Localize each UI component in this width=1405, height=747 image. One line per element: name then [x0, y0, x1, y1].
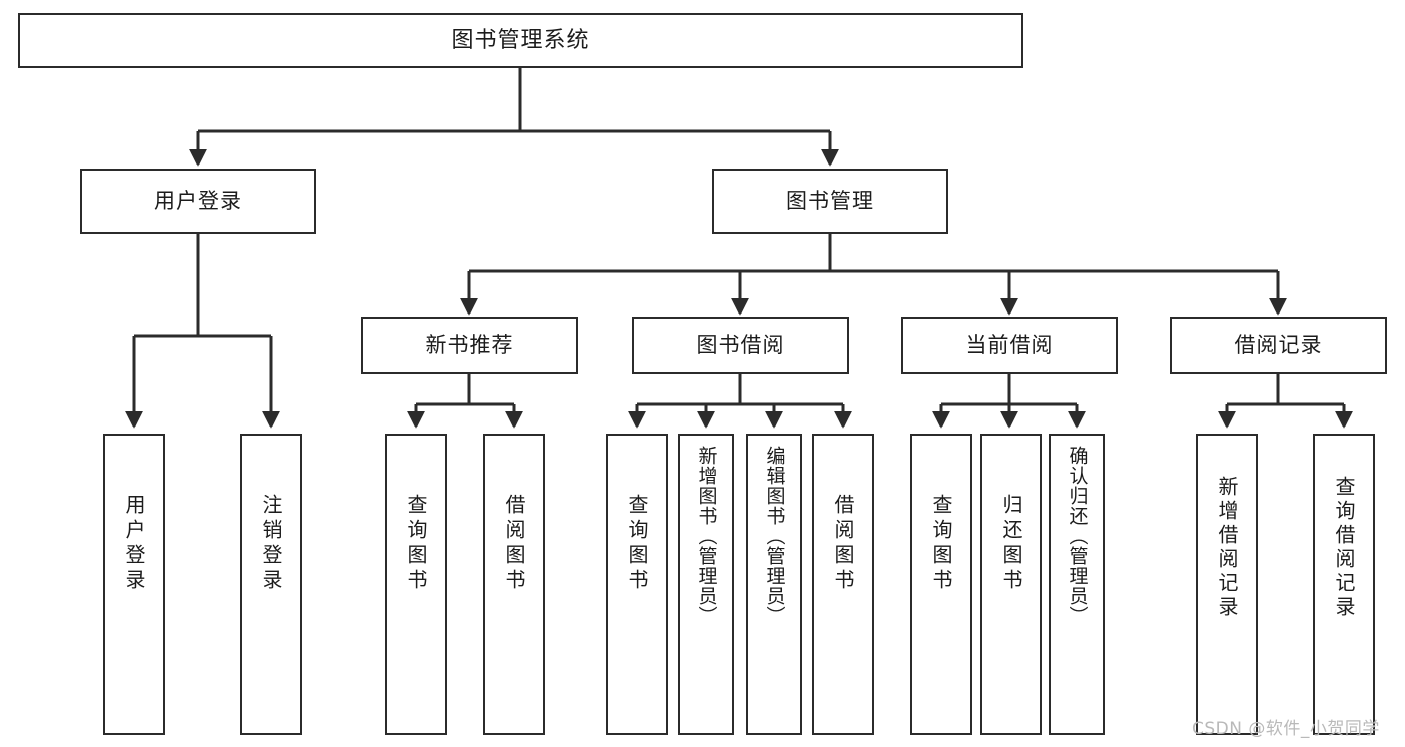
node-book-manage-label: 图书管理: [786, 189, 874, 214]
node-leaf-query-book-2-label: 查询图书: [625, 494, 649, 594]
node-new-book-recommend-label: 新书推荐: [425, 333, 514, 358]
node-leaf-add-book[interactable]: 新增图书（管理员）: [678, 434, 734, 735]
node-book-borrow-label: 图书借阅: [696, 333, 785, 358]
node-user-login-label: 用户登录: [154, 189, 242, 214]
node-leaf-edit-book-label: 编辑图书（管理员）: [763, 446, 786, 626]
node-book-borrow[interactable]: 图书借阅: [632, 317, 849, 374]
node-leaf-borrow-book-1[interactable]: 借阅图书: [483, 434, 545, 735]
node-leaf-borrow-book-1-label: 借阅图书: [502, 494, 526, 594]
node-leaf-query-record-label: 查询借阅记录: [1332, 476, 1356, 620]
node-leaf-logout-login[interactable]: 注销登录: [240, 434, 302, 735]
node-leaf-borrow-book-2-label: 借阅图书: [831, 494, 855, 594]
node-leaf-add-record[interactable]: 新增借阅记录: [1196, 434, 1258, 735]
node-leaf-user-login-label: 用户登录: [122, 494, 146, 594]
node-current-borrow[interactable]: 当前借阅: [901, 317, 1118, 374]
node-book-manage[interactable]: 图书管理: [712, 169, 948, 234]
node-leaf-query-book-1-label: 查询图书: [404, 494, 428, 594]
node-leaf-borrow-book-2[interactable]: 借阅图书: [812, 434, 874, 735]
node-user-login[interactable]: 用户登录: [80, 169, 316, 234]
node-root-label: 图书管理系统: [451, 27, 590, 53]
node-leaf-return-book[interactable]: 归还图书: [980, 434, 1042, 735]
node-leaf-add-book-label: 新增图书（管理员）: [695, 446, 718, 626]
node-root[interactable]: 图书管理系统: [18, 13, 1023, 68]
node-new-book-recommend[interactable]: 新书推荐: [361, 317, 578, 374]
node-leaf-add-record-label: 新增借阅记录: [1215, 476, 1239, 620]
node-leaf-edit-book[interactable]: 编辑图书（管理员）: [746, 434, 802, 735]
node-borrow-record[interactable]: 借阅记录: [1170, 317, 1387, 374]
node-current-borrow-label: 当前借阅: [965, 333, 1054, 358]
node-leaf-confirm-return[interactable]: 确认归还（管理员）: [1049, 434, 1105, 735]
node-leaf-user-login[interactable]: 用户登录: [103, 434, 165, 735]
node-leaf-logout-login-label: 注销登录: [259, 494, 283, 594]
node-leaf-return-book-label: 归还图书: [999, 494, 1023, 594]
csdn-watermark: CSDN @软件_小贺同学: [1192, 719, 1380, 739]
node-leaf-query-book-1[interactable]: 查询图书: [385, 434, 447, 735]
node-leaf-query-book-3[interactable]: 查询图书: [910, 434, 972, 735]
node-borrow-record-label: 借阅记录: [1234, 333, 1323, 358]
node-leaf-query-book-2[interactable]: 查询图书: [606, 434, 668, 735]
node-leaf-confirm-return-label: 确认归还（管理员）: [1066, 446, 1089, 626]
node-leaf-query-book-3-label: 查询图书: [929, 494, 953, 594]
node-leaf-query-record[interactable]: 查询借阅记录: [1313, 434, 1375, 735]
